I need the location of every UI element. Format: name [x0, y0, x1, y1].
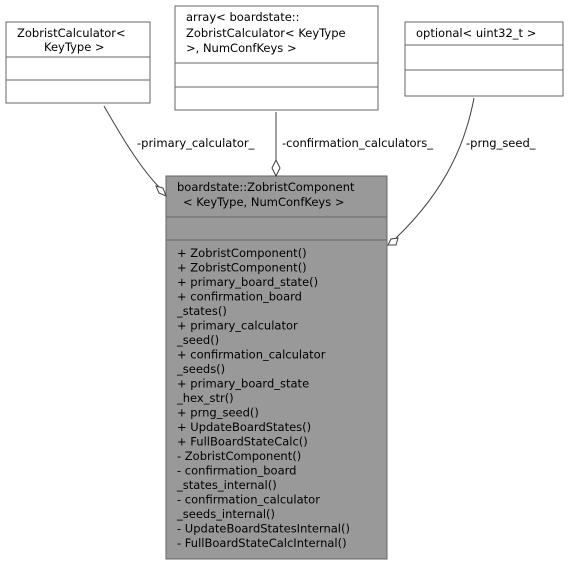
member-line: + primary_board_state(): [177, 275, 318, 289]
array-title-line-2: ZobristCalculator< KeyType: [186, 26, 346, 40]
array-box[interactable]: array< boardstate:: ZobristCalculator< K…: [174, 5, 379, 111]
zobrist-component-box[interactable]: boardstate::ZobristComponent < KeyType, …: [165, 175, 388, 560]
zobrist-calculator-box[interactable]: ZobristCalculator< KeyType >: [5, 21, 151, 104]
optional-title-line-1: optional< uint32_t >: [416, 26, 536, 40]
optional-box[interactable]: optional< uint32_t >: [404, 21, 564, 97]
member-line: + UpdateBoardStates(): [177, 420, 311, 434]
edge-primary-calculator: -primary_calculator_: [103, 105, 255, 197]
edge-label-prng-seed: -prng_seed_: [466, 136, 536, 150]
member-line: _hex_str(): [176, 391, 234, 405]
member-line: _states_internal(): [176, 478, 277, 492]
edge-label-confirmation-calculators: -confirmation_calculators_: [282, 136, 433, 150]
zobrist-component-title-line-1: boardstate::ZobristComponent: [177, 180, 355, 194]
edge-prng-seed: -prng_seed_: [387, 97, 536, 246]
member-line: + ZobristComponent(): [177, 261, 307, 275]
array-title-line-3: >, NumConfKeys >: [186, 41, 297, 55]
member-line: - confirmation_calculator: [177, 493, 320, 507]
zobrist-calculator-title-line-1: ZobristCalculator<: [17, 26, 126, 40]
member-line: - ZobristComponent(): [177, 449, 301, 463]
member-line: + primary_calculator: [177, 319, 298, 333]
array-title-line-1: array< boardstate::: [186, 10, 300, 24]
member-line: + FullBoardStateCalc(): [177, 435, 308, 449]
edge-label-primary-calculator: -primary_calculator_: [137, 136, 255, 150]
member-line: + confirmation_calculator: [177, 348, 326, 362]
aggregation-diamond: [155, 185, 167, 197]
member-line: + prng_seed(): [177, 406, 259, 420]
zobrist-component-title-line-2: < KeyType, NumConfKeys >: [183, 195, 345, 209]
member-line: _seeds(): [176, 362, 225, 376]
member-line: + confirmation_board: [177, 290, 302, 304]
member-line: - FullBoardStateCalcInternal(): [177, 536, 347, 550]
member-list: + ZobristComponent()+ ZobristComponent()…: [176, 246, 350, 550]
member-line: _states(): [176, 304, 227, 318]
member-line: - UpdateBoardStatesInternal(): [177, 522, 350, 536]
member-line: _seed(): [176, 333, 219, 347]
edge-confirmation-calculators: -confirmation_calculators_: [271, 112, 433, 178]
member-line: _seeds_internal(): [176, 507, 275, 521]
member-line: + primary_board_state: [177, 377, 309, 391]
member-line: + ZobristComponent(): [177, 246, 307, 260]
aggregation-diamond: [387, 237, 399, 246]
member-line: - confirmation_board: [177, 464, 296, 478]
aggregation-diamond: [271, 158, 281, 178]
zobrist-calculator-title-line-2: KeyType >: [44, 40, 105, 54]
